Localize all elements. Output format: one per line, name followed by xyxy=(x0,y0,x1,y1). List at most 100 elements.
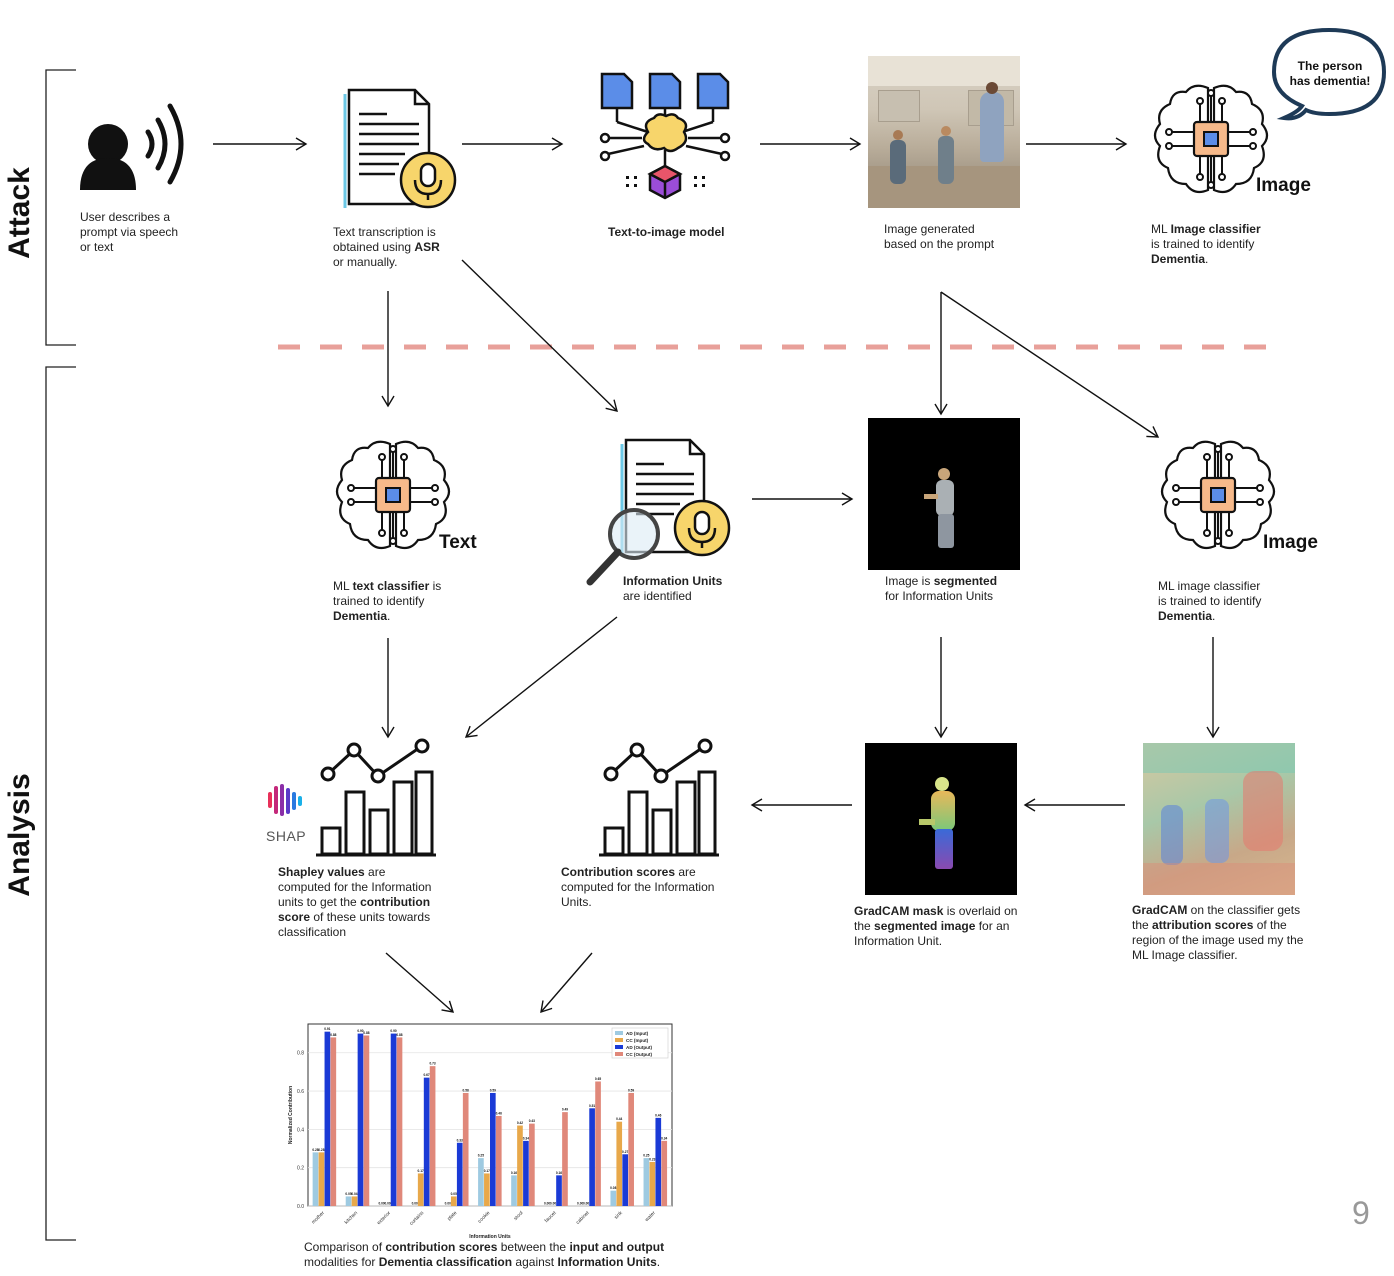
data-label: 0.59 xyxy=(628,1088,634,1092)
data-label: 0.90 xyxy=(357,1029,363,1033)
data-label: 0.04 xyxy=(351,1192,357,1196)
bar-cc-input xyxy=(351,1196,358,1206)
data-label: 0.00 xyxy=(550,1202,556,1206)
image-classifier-mid-caption: ML image classifier is trained to identi… xyxy=(1158,579,1262,623)
data-label: 0.42 xyxy=(517,1121,523,1125)
data-label: 0.00 xyxy=(577,1202,583,1206)
x-tick-label: faucet xyxy=(544,1210,558,1224)
bar-ad-output xyxy=(324,1031,331,1206)
bar-cc-output xyxy=(330,1037,337,1206)
x-tick-label: curtains xyxy=(409,1210,426,1227)
y-tick-label: 0.6 xyxy=(297,1089,304,1095)
data-label: 0.44 xyxy=(616,1117,622,1121)
data-label: 0.51 xyxy=(589,1104,595,1108)
bar-ad-input xyxy=(312,1152,319,1206)
shapley-caption: Shapley values are computed for the Info… xyxy=(278,865,432,939)
text-classifier-caption: ML text classifier is trained to identif… xyxy=(333,579,442,623)
data-label: 0.33 xyxy=(457,1138,463,1142)
data-label: 0.23 xyxy=(649,1157,655,1161)
gradcam-mask-caption: GradCAM mask is overlaid on the segmente… xyxy=(854,904,1018,948)
image-classifier-top-caption: ML Image classifier is trained to identi… xyxy=(1151,222,1261,266)
t2i-caption: Text-to-image model xyxy=(608,225,725,239)
data-label: 0.25 xyxy=(643,1154,649,1158)
x-tick-label: sink xyxy=(613,1210,624,1221)
contribution-caption: Contribution scores are computed for the… xyxy=(561,865,715,909)
x-tick-label: mother xyxy=(311,1210,326,1225)
legend-swatch xyxy=(615,1045,623,1049)
data-label: 0.17 xyxy=(484,1169,490,1173)
legend-label: CC (Output) xyxy=(626,1052,652,1057)
legend-label: CC (Input) xyxy=(626,1038,649,1043)
x-tick-label: cookie xyxy=(477,1210,492,1225)
bar-ad-output xyxy=(390,1033,397,1206)
bar-cc-output xyxy=(661,1140,668,1206)
data-label: 0.08 xyxy=(610,1186,616,1190)
bar-ad-output xyxy=(423,1077,430,1206)
bar-ad-output xyxy=(655,1117,662,1206)
legend-swatch xyxy=(615,1052,623,1056)
bar-ad-output xyxy=(622,1154,629,1206)
x-tick-label: water xyxy=(644,1210,657,1223)
bar-cc-output xyxy=(595,1081,601,1206)
bar-ad-input xyxy=(345,1196,352,1206)
x-tick-label: kitchen xyxy=(344,1210,360,1226)
data-label: 0.25 xyxy=(478,1154,484,1158)
information-units-document-icon xyxy=(586,438,731,586)
analysis-label: Analysis xyxy=(3,773,36,897)
bar-cc-output xyxy=(363,1035,370,1206)
data-label: 0.34 xyxy=(661,1136,667,1140)
page-number: 9 xyxy=(1352,1195,1370,1231)
contribution-chart-icon xyxy=(599,738,719,857)
legend-swatch xyxy=(615,1031,623,1035)
y-tick-label: 0.4 xyxy=(297,1127,304,1133)
data-label: 0.05 xyxy=(451,1192,457,1196)
shap-logo xyxy=(268,784,302,816)
data-label: 0.00 xyxy=(445,1202,451,1206)
data-label: 0.88 xyxy=(330,1033,336,1037)
data-label: 0.58 xyxy=(463,1088,469,1092)
transcription-document-icon xyxy=(343,88,457,209)
bar-cc-input xyxy=(517,1125,523,1206)
y-axis-label: Normalized Contribution xyxy=(288,1086,294,1144)
text-classifier-brain-icon xyxy=(335,440,451,550)
data-label: 0.17 xyxy=(418,1169,424,1173)
shapley-chart-icon xyxy=(316,738,436,857)
bar-cc-output xyxy=(628,1092,634,1206)
data-label: 0.59 xyxy=(490,1088,496,1092)
bar-cc-input xyxy=(649,1161,656,1206)
bar-cc-input xyxy=(450,1196,457,1206)
bar-cc-output xyxy=(396,1037,403,1206)
bar-cc-output xyxy=(429,1066,436,1206)
bar-ad-input xyxy=(643,1158,650,1206)
comparison-caption: Comparison of contribution scores betwee… xyxy=(304,1240,665,1269)
x-tick-label: plate xyxy=(446,1210,458,1222)
speech-bubble xyxy=(1271,27,1387,121)
data-label: 0.67 xyxy=(424,1073,430,1077)
bar-ad-output xyxy=(357,1033,364,1206)
data-label: 0.16 xyxy=(556,1171,562,1175)
gradcam-heatmap-image xyxy=(1143,743,1295,895)
x-tick-label: stool xyxy=(513,1210,525,1222)
data-label: 0.46 xyxy=(496,1111,502,1115)
data-label: 0.00 xyxy=(384,1202,390,1206)
user-speech-icon xyxy=(80,103,184,190)
data-label: 0.88 xyxy=(363,1031,369,1035)
shap-logo-text: SHAP xyxy=(266,828,307,844)
attack-label: Attack xyxy=(3,167,36,259)
data-label: 0.28 xyxy=(318,1148,324,1152)
bar-ad-input xyxy=(511,1175,517,1206)
data-label: 0.05 xyxy=(345,1192,351,1196)
image-classifier-brain-icon xyxy=(1153,84,1269,194)
data-label: 0.28 xyxy=(312,1148,318,1152)
bar-ad-output xyxy=(589,1108,595,1206)
segmented-image xyxy=(868,418,1020,570)
x-tick-label: cabinet xyxy=(575,1210,591,1226)
gradcam-caption: GradCAM on the classifier gets the attri… xyxy=(1132,903,1304,962)
y-tick-label: 0.0 xyxy=(297,1204,304,1210)
bar-ad-output xyxy=(456,1142,463,1206)
data-label: 0.00 xyxy=(544,1202,550,1206)
